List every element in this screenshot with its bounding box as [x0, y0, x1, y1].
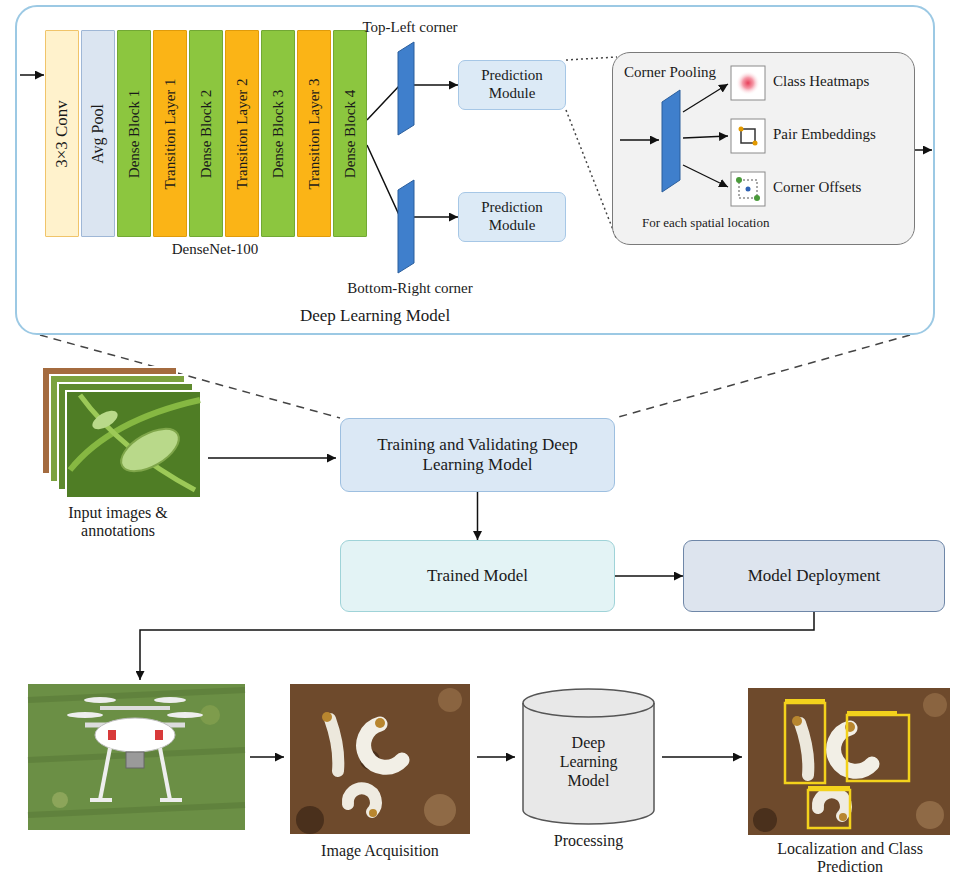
process-box: Model Deployment — [683, 540, 945, 612]
node-text: Dense Block 2 — [198, 89, 215, 177]
input-image-stack — [42, 367, 336, 498]
node-text: Prediction Module — [467, 199, 557, 234]
input-arrow — [20, 75, 44, 76]
connector — [566, 57, 617, 60]
processing-arrow — [662, 757, 742, 758]
text-label: Processing — [522, 832, 655, 850]
transition-layer: Transition Layer 2 — [225, 30, 259, 237]
node-text: Dense Block 4 — [342, 89, 359, 177]
model-cylinder: Deep Learning Model — [522, 688, 655, 825]
node-text: Prediction Module — [467, 67, 557, 102]
drone-photo — [28, 684, 284, 830]
soil-photo — [290, 684, 515, 834]
feature-maps — [398, 42, 414, 273]
deployment-arrow — [140, 612, 814, 680]
transition-layer: Transition Layer 1 — [153, 30, 187, 237]
node-text: Avg Pool — [89, 104, 107, 164]
process-box: Training and Validating Deep Learning Mo… — [340, 418, 615, 492]
text-label: Bottom-Right corner — [335, 280, 485, 297]
node-text: 3×3 Conv — [53, 100, 72, 168]
node-text: Dense Block 3 — [270, 89, 287, 177]
dense-block: Dense Block 2 — [189, 30, 223, 237]
node-text: Corner Pooling — [624, 63, 716, 81]
process-box: Trained Model — [340, 540, 615, 612]
node-text: Transition Layer 1 — [162, 78, 179, 189]
node-text: Trained Model — [427, 566, 528, 586]
dense-block: Dense Block 4 — [333, 30, 367, 237]
model-panel: Deep Learning Model3×3 ConvAvg PoolDense… — [15, 5, 935, 335]
node-text: Model Deployment — [748, 566, 881, 586]
corner-pooling-box: Corner PoolingFor each spatial location — [612, 52, 915, 245]
prediction-module: Prediction Module — [458, 60, 566, 110]
transition-layer: Transition Layer 3 — [297, 30, 331, 237]
connector — [615, 335, 910, 418]
node-text: Training and Validating Deep Learning Mo… — [355, 435, 600, 475]
corner-pooling-panel — [613, 53, 932, 244]
text-label: Image Acquisition — [290, 842, 470, 860]
dense-block: Dense Block 1 — [117, 30, 151, 237]
node-text: Deep Learning Model — [544, 734, 633, 791]
text-label: Localization and Class Prediction — [745, 840, 955, 877]
text-label: Class Heatmaps — [773, 73, 908, 90]
node-text: Transition Layer 2 — [234, 78, 251, 189]
node-text: For each spatial location — [642, 215, 769, 231]
connector — [566, 110, 617, 240]
node-text: Dense Block 1 — [126, 89, 143, 177]
text-label: Top-Left corner — [350, 19, 470, 36]
text-label: DenseNet-100 — [160, 241, 270, 258]
conv-layer: 3×3 Conv — [45, 30, 79, 237]
dense-block: Dense Block 3 — [261, 30, 295, 237]
result-photo — [748, 688, 950, 835]
pool-layer: Avg Pool — [81, 30, 115, 237]
connector — [477, 492, 479, 540]
text-label: Input images & annotations — [38, 504, 198, 541]
prediction-module: Prediction Module — [458, 192, 566, 242]
node-text: Deep Learning Model — [300, 306, 450, 326]
text-label: Corner Offsets — [773, 179, 908, 196]
node-text: Transition Layer 3 — [306, 78, 323, 189]
connector — [615, 575, 683, 577]
text-label: Pair Embeddings — [773, 126, 908, 143]
